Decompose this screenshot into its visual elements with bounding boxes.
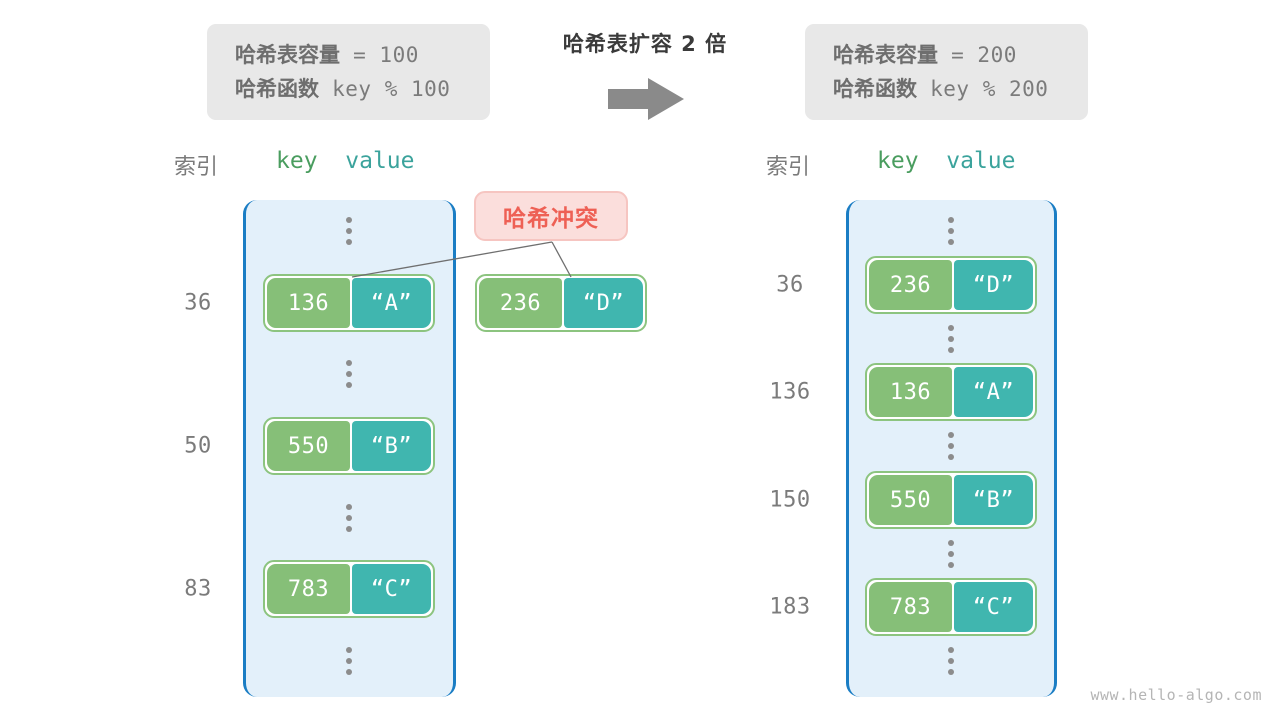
before-entry: 550 “B” [263,417,435,475]
before-ellipsis-2 [345,504,353,532]
before-entry-value: “C” [351,564,431,614]
collision-entry-value: “D” [563,278,643,328]
before-capacity-value: = 100 [340,43,419,67]
after-capacity-label: 哈希表容量 [833,43,938,67]
after-key-header: key [877,148,919,174]
after-index-label: 36 [776,272,804,298]
before-entry-value: “A” [351,278,431,328]
before-function-value: key % 100 [319,77,451,101]
diagram-title: 哈希表扩容 2 倍 [562,32,728,56]
after-index-label: 136 [769,379,811,405]
after-entry-value: “A” [953,367,1033,417]
before-index-label: 50 [184,433,212,459]
after-entry: 550 “B” [865,471,1037,529]
after-ellipsis-2 [947,432,955,460]
before-function-label: 哈希函数 [235,77,319,101]
after-entry-value: “C” [953,582,1033,632]
before-capacity-line: 哈希表容量 = 100 [235,38,466,72]
collision-entry-key: 236 [479,278,562,328]
before-index-label: 83 [184,576,212,602]
before-index-label: 36 [184,290,212,316]
after-function-label: 哈希函数 [833,77,917,101]
after-value-header: value [946,148,1016,174]
after-kv-header: key value [877,148,1016,174]
header-gap [318,148,346,174]
before-entry-key: 136 [267,278,350,328]
after-entry-key: 236 [869,260,952,310]
after-entry: 783 “C” [865,578,1037,636]
after-index-header: 索引 [766,155,811,180]
after-ellipsis-4 [947,647,955,675]
collision-entry: 236 “D” [475,274,647,332]
after-capacity-value: = 200 [938,43,1017,67]
after-ellipsis-1 [947,325,955,353]
before-index-header: 索引 [174,155,219,180]
before-entry: 136 “A” [263,274,435,332]
watermark: www.hello-algo.com [1090,686,1262,704]
after-entry-key: 550 [869,475,952,525]
after-entry: 136 “A” [865,363,1037,421]
before-entry-key: 550 [267,421,350,471]
before-key-header: key [276,148,318,174]
after-entry-value: “D” [953,260,1033,310]
before-info-box: 哈希表容量 = 100 哈希函数 key % 100 [207,24,490,120]
after-ellipsis-0 [947,217,955,245]
after-capacity-line: 哈希表容量 = 200 [833,38,1064,72]
before-ellipsis-0 [345,217,353,245]
after-ellipsis-3 [947,540,955,568]
before-ellipsis-1 [345,360,353,388]
after-entry-key: 783 [869,582,952,632]
header-gap [919,148,947,174]
before-capacity-label: 哈希表容量 [235,43,340,67]
right-arrow-icon [600,76,690,122]
before-entry: 783 “C” [263,560,435,618]
after-index-label: 150 [769,487,811,513]
hash-collision-badge: 哈希冲突 [474,191,628,241]
after-entry-key: 136 [869,367,952,417]
before-kv-header: key value [276,148,415,174]
before-entry-key: 783 [267,564,350,614]
after-function-value: key % 200 [917,77,1049,101]
before-entry-value: “B” [351,421,431,471]
after-info-box: 哈希表容量 = 200 哈希函数 key % 200 [805,24,1088,120]
after-index-label: 183 [769,594,811,620]
before-function-line: 哈希函数 key % 100 [235,72,466,106]
before-value-header: value [345,148,415,174]
after-entry-value: “B” [953,475,1033,525]
before-ellipsis-3 [345,647,353,675]
after-entry: 236 “D” [865,256,1037,314]
after-function-line: 哈希函数 key % 200 [833,72,1064,106]
